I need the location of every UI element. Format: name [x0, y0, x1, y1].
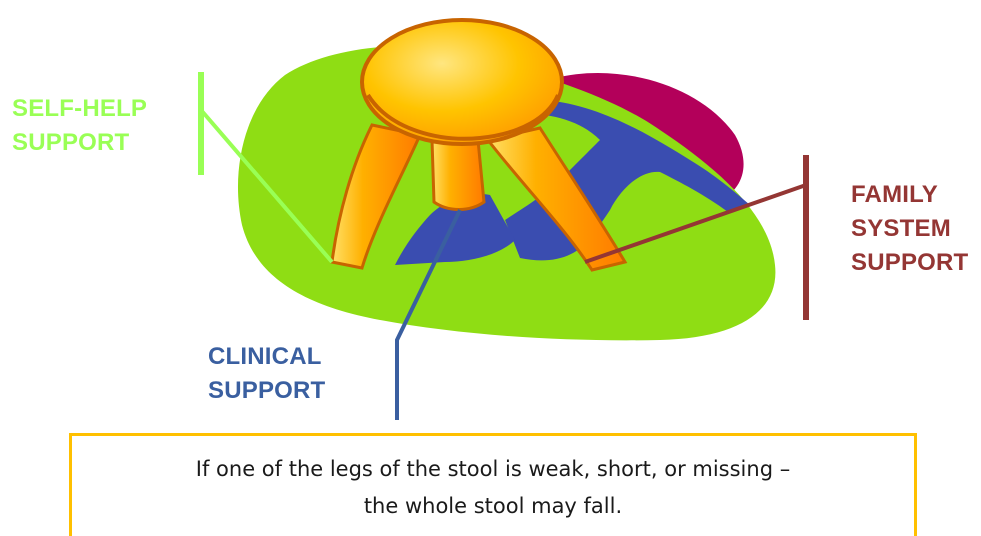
caption-box: If one of the legs of the stool is weak,… — [69, 433, 917, 536]
caption-line-1: If one of the legs of the stool is weak,… — [72, 451, 914, 488]
family-label-line-2: SYSTEM — [851, 212, 968, 246]
self-help-label-line-1: SELF-HELP — [12, 92, 147, 126]
stool-seat — [362, 20, 562, 144]
stool-leg-back — [432, 140, 484, 210]
caption-line-2: the whole stool may fall. — [72, 488, 914, 525]
family-system-support-label: FAMILY SYSTEM SUPPORT — [851, 178, 968, 280]
self-help-support-label: SELF-HELP SUPPORT — [12, 92, 147, 160]
caption-text: If one of the legs of the stool is weak,… — [72, 451, 914, 525]
clinical-label-line-2: SUPPORT — [208, 374, 325, 408]
family-label-line-3: SUPPORT — [851, 246, 968, 280]
self-help-label-line-2: SUPPORT — [12, 126, 147, 160]
clinical-support-label: CLINICAL SUPPORT — [208, 340, 325, 408]
clinical-label-line-1: CLINICAL — [208, 340, 325, 374]
family-label-line-1: FAMILY — [851, 178, 968, 212]
